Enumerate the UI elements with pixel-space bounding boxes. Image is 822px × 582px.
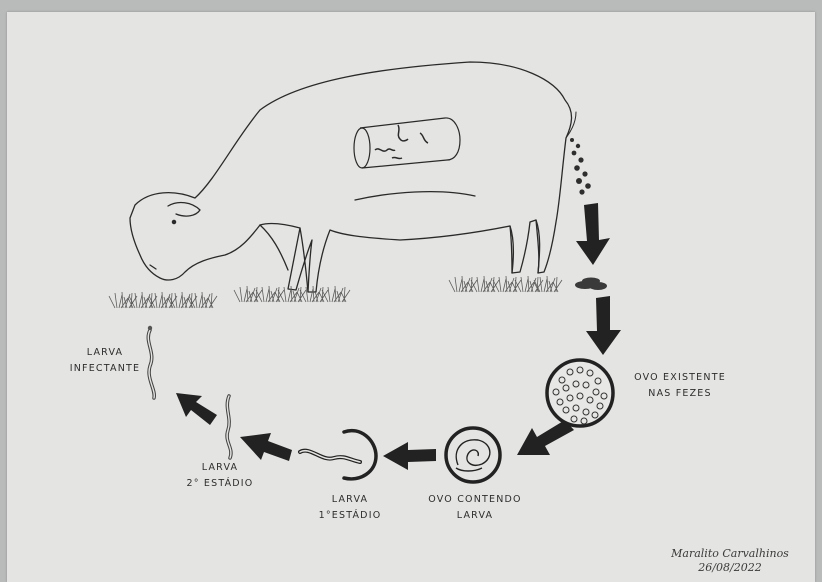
larva-first-stage xyxy=(300,431,376,479)
egg-in-feces xyxy=(547,360,613,426)
intestine-drawing xyxy=(354,118,460,168)
signature: Maralito Carvalhinos 26/08/2022 xyxy=(660,547,800,575)
grass-tufts xyxy=(109,276,562,308)
feces-pellets xyxy=(570,138,591,195)
arrow-to-larva-infectante xyxy=(176,393,217,425)
signature-name: Maralito Carvalhinos xyxy=(660,547,800,561)
arrow-to-larva-2 xyxy=(240,433,292,461)
label-ovo-existente: OVO EXISTENTE NAS FEZES xyxy=(620,370,740,402)
arrow-to-larva-1 xyxy=(383,442,436,470)
sheep-drawing xyxy=(130,62,576,292)
label-ovo-contendo-larva: OVO CONTENDO LARVA xyxy=(420,492,530,524)
label-larva-2-estadio: LARVA 2° ESTÁDIO xyxy=(175,460,265,492)
arrow-down-1 xyxy=(576,203,610,265)
arrow-down-2 xyxy=(586,296,621,355)
egg-with-larva xyxy=(446,428,500,482)
larva-second-stage xyxy=(227,396,231,458)
label-larva-1-estadio: LARVA 1°ESTÁDIO xyxy=(300,492,400,524)
signature-date: 26/08/2022 xyxy=(660,561,800,575)
feces-on-ground xyxy=(575,278,607,291)
label-larva-infectante: LARVA INFECTANTE xyxy=(60,345,150,377)
cycle-arrows xyxy=(176,203,621,470)
arrow-to-ovo-larva xyxy=(517,420,574,455)
